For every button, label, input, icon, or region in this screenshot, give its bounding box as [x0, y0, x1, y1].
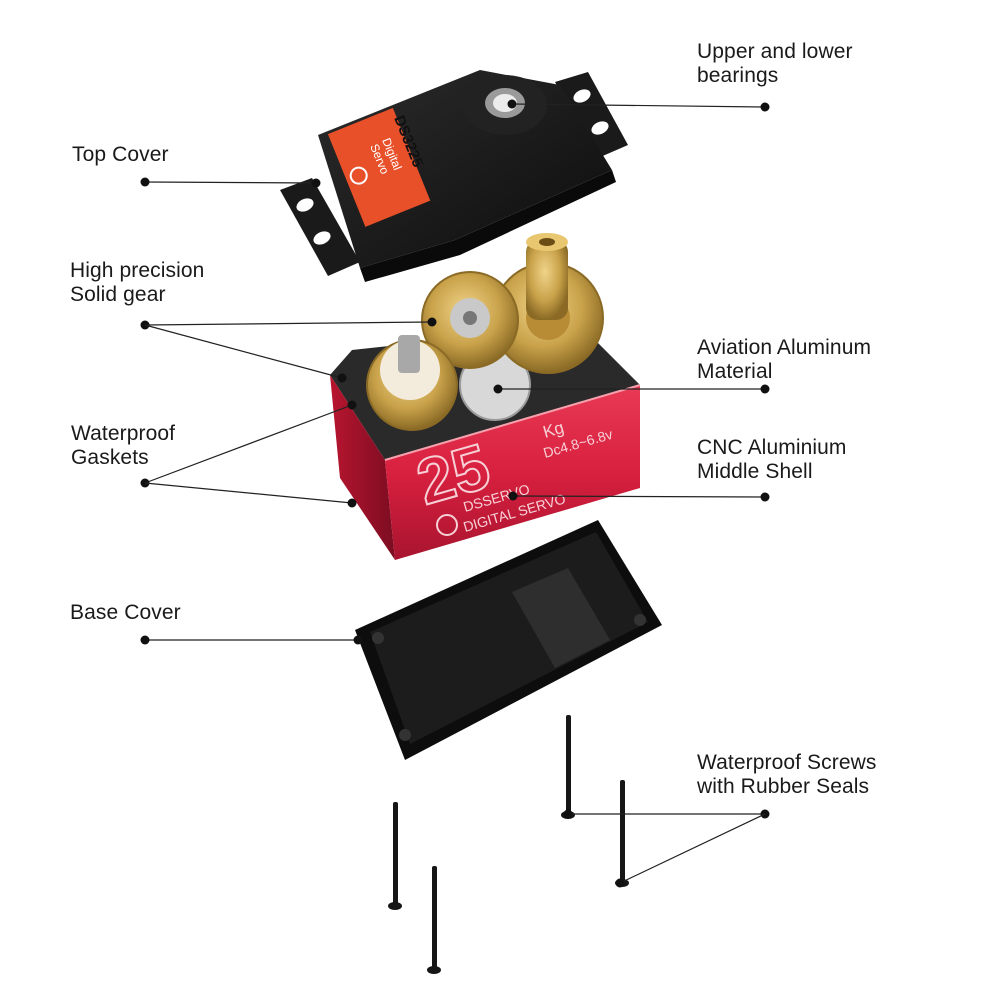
- screws-part: [388, 715, 629, 974]
- top-cover-part: DS3225 Digital Servo: [280, 70, 628, 282]
- middle-shell-part: 25 Kg Dc4.8~6.8v DSSERVO DIGITAL SERVO: [330, 233, 641, 560]
- leader-line-gear-2: [144, 324, 343, 379]
- leader-dot: [347, 498, 357, 508]
- leader-dot: [353, 635, 363, 645]
- leader-dot: [563, 809, 573, 819]
- label-waterproof-gaskets: Waterproof Gaskets: [71, 422, 176, 469]
- label-waterproof-screws: Waterproof Screws with Rubber Seals: [697, 751, 877, 798]
- torque-unit-text: Kg: [541, 418, 566, 442]
- leader-dot: [508, 491, 518, 501]
- leader-line-gasket-1: [144, 404, 353, 484]
- leader-line-gasket-2: [144, 482, 353, 504]
- leader-line-screw-2: [619, 813, 766, 884]
- leader-dot: [615, 878, 625, 888]
- leader-dot: [493, 384, 503, 394]
- leader-dot: [347, 400, 357, 410]
- leader-dot: [507, 99, 517, 109]
- base-cover-part: [355, 520, 662, 760]
- leader-dot: [760, 384, 770, 394]
- leader-line-cnc: [512, 495, 766, 498]
- label-upper-lower-bearings: Upper and lower bearings: [697, 40, 853, 87]
- leader-line-bearings: [511, 103, 766, 108]
- label-cnc-middle-shell: CNC Aluminium Middle Shell: [697, 436, 847, 483]
- leader-dot: [760, 492, 770, 502]
- label-top-cover: Top Cover: [72, 143, 169, 166]
- label-aviation-aluminum: Aviation Aluminum Material: [697, 336, 872, 383]
- label-base-cover: Base Cover: [70, 601, 181, 624]
- leader-dot: [311, 178, 321, 188]
- leader-dot: [760, 102, 770, 112]
- leader-dot: [140, 635, 150, 645]
- leader-line-top-cover: [144, 181, 317, 184]
- leader-dot: [427, 317, 437, 327]
- leader-dot: [140, 177, 150, 187]
- leader-line-gear-1: [144, 321, 433, 326]
- label-high-precision-gear: High precision Solid gear: [70, 259, 205, 306]
- leader-dot: [337, 373, 347, 383]
- leader-lines: [140, 99, 770, 888]
